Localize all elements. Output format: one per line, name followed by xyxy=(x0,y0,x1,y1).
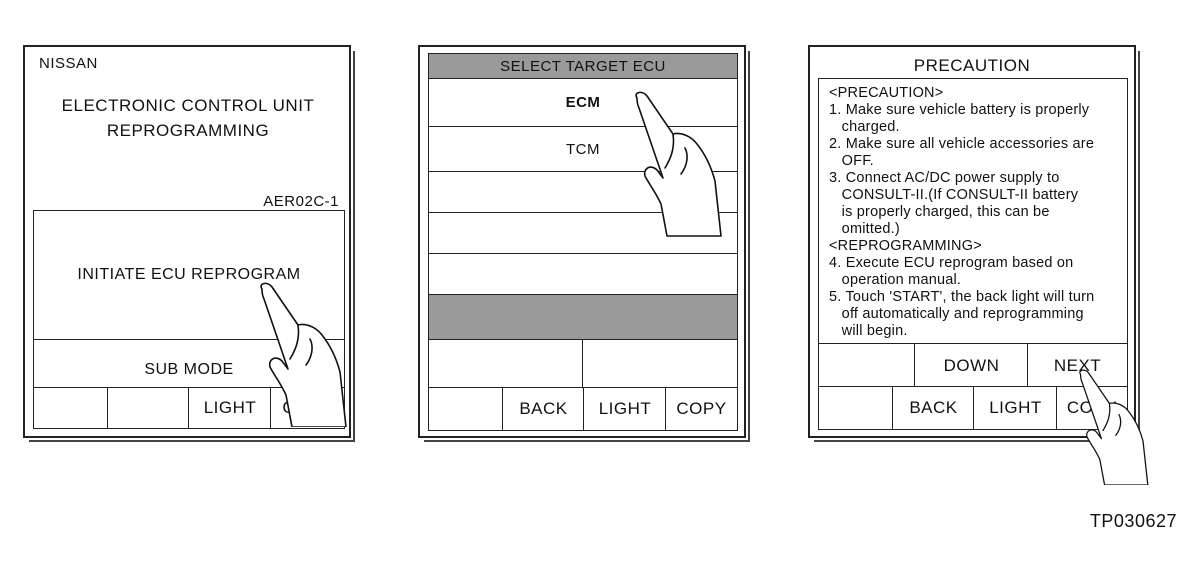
brand-label: NISSAN xyxy=(39,55,98,72)
ecu-item-empty-2[interactable] xyxy=(428,212,738,254)
back-label: BACK xyxy=(519,399,568,418)
back-button[interactable]: BACK xyxy=(502,387,585,431)
sub-mode-label: SUB MODE xyxy=(144,361,234,378)
light-label: LIGHT xyxy=(203,398,257,417)
title-line-1: ELECTRONIC CONTROL UNIT xyxy=(61,96,315,115)
precaution-line: 5. Touch 'START', the back light will tu… xyxy=(829,289,1095,305)
title-line-2: REPROGRAMMING xyxy=(106,121,270,140)
ecu-item-tcm[interactable]: TCM xyxy=(428,126,738,172)
precaution-line: 3. Connect AC/DC power supply to xyxy=(829,170,1060,186)
light-button[interactable]: LIGHT xyxy=(973,386,1058,430)
ecu-item-tcm-label: TCM xyxy=(566,140,600,158)
blank-button-3[interactable] xyxy=(818,386,894,430)
blank-button-left[interactable] xyxy=(428,339,584,389)
blank-button-3[interactable] xyxy=(428,387,504,431)
screen-precaution: PRECAUTION <PRECAUTION>1. Make sure vehi… xyxy=(808,45,1149,485)
screen-select-target-ecu: SELECT TARGET ECU ECM TCM BACK LIGHT COP… xyxy=(418,45,750,442)
precaution-line: CONSULT-II.(If CONSULT-II battery xyxy=(829,187,1079,203)
select-target-ecu-title: SELECT TARGET ECU xyxy=(500,57,666,75)
ecu-item-ecm-label: ECM xyxy=(565,94,601,111)
copy-label: COPY xyxy=(282,398,333,417)
precaution-line: 4. Execute ECU reprogram based on xyxy=(829,255,1074,271)
select-target-ecu-header: SELECT TARGET ECU xyxy=(428,53,738,79)
next-button[interactable]: NEXT xyxy=(1027,343,1128,388)
blank-button-left[interactable] xyxy=(818,343,916,388)
precaution-text: <PRECAUTION>1. Make sure vehicle battery… xyxy=(829,85,1127,340)
blank-button-1[interactable] xyxy=(33,387,109,429)
precaution-line: <PRECAUTION> xyxy=(829,85,944,101)
ecu-item-empty-1[interactable] xyxy=(428,171,738,213)
ecu-item-empty-3[interactable] xyxy=(428,253,738,295)
ecu-item-ecm[interactable]: ECM xyxy=(428,78,738,127)
precaution-line: OFF. xyxy=(829,153,874,169)
precaution-text-box: <PRECAUTION>1. Make sure vehicle battery… xyxy=(818,78,1128,344)
next-label: NEXT xyxy=(1053,355,1102,375)
initiate-ecu-reprogram-button[interactable]: INITIATE ECU REPROGRAM xyxy=(33,210,345,340)
precaution-line: operation manual. xyxy=(829,272,962,288)
precaution-line: 1. Make sure vehicle battery is properly xyxy=(829,102,1090,118)
list-scroll-area xyxy=(428,294,738,340)
copy-button[interactable]: COPY xyxy=(665,387,738,431)
screen-reprogramming-start: NISSAN ELECTRONIC CONTROL UNIT REPROGRAM… xyxy=(23,45,355,442)
precaution-line: 2. Make sure all vehicle accessories are xyxy=(829,136,1095,152)
precaution-title: PRECAUTION xyxy=(913,56,1031,75)
light-button[interactable]: LIGHT xyxy=(188,387,272,429)
copy-label: COPY xyxy=(1066,398,1118,417)
back-button[interactable]: BACK xyxy=(892,386,975,430)
blank-button-right[interactable] xyxy=(582,339,738,389)
version-label: AER02C-1 xyxy=(263,193,339,210)
down-button[interactable]: DOWN xyxy=(914,343,1029,388)
copy-button[interactable]: COPY xyxy=(270,387,345,429)
sub-mode-button[interactable]: SUB MODE xyxy=(33,339,345,389)
precaution-line: will begin. xyxy=(829,323,908,339)
initiate-ecu-reprogram-label: INITIATE ECU REPROGRAM xyxy=(77,266,301,283)
down-label: DOWN xyxy=(943,355,1000,375)
blank-button-2[interactable] xyxy=(107,387,190,429)
precaution-line: omitted.) xyxy=(829,221,900,237)
precaution-line: off automatically and reprogramming xyxy=(829,306,1084,322)
light-label: LIGHT xyxy=(598,399,652,418)
light-label: LIGHT xyxy=(989,398,1042,417)
copy-button[interactable]: COPY xyxy=(1056,386,1128,430)
copy-label: COPY xyxy=(676,399,727,418)
figure-code: TP030627 xyxy=(1089,511,1177,531)
back-label: BACK xyxy=(909,398,958,417)
precaution-line: <REPROGRAMMING> xyxy=(829,238,982,254)
precaution-line: is properly charged, this can be xyxy=(829,204,1050,220)
precaution-line: charged. xyxy=(829,119,900,135)
light-button[interactable]: LIGHT xyxy=(583,387,667,431)
